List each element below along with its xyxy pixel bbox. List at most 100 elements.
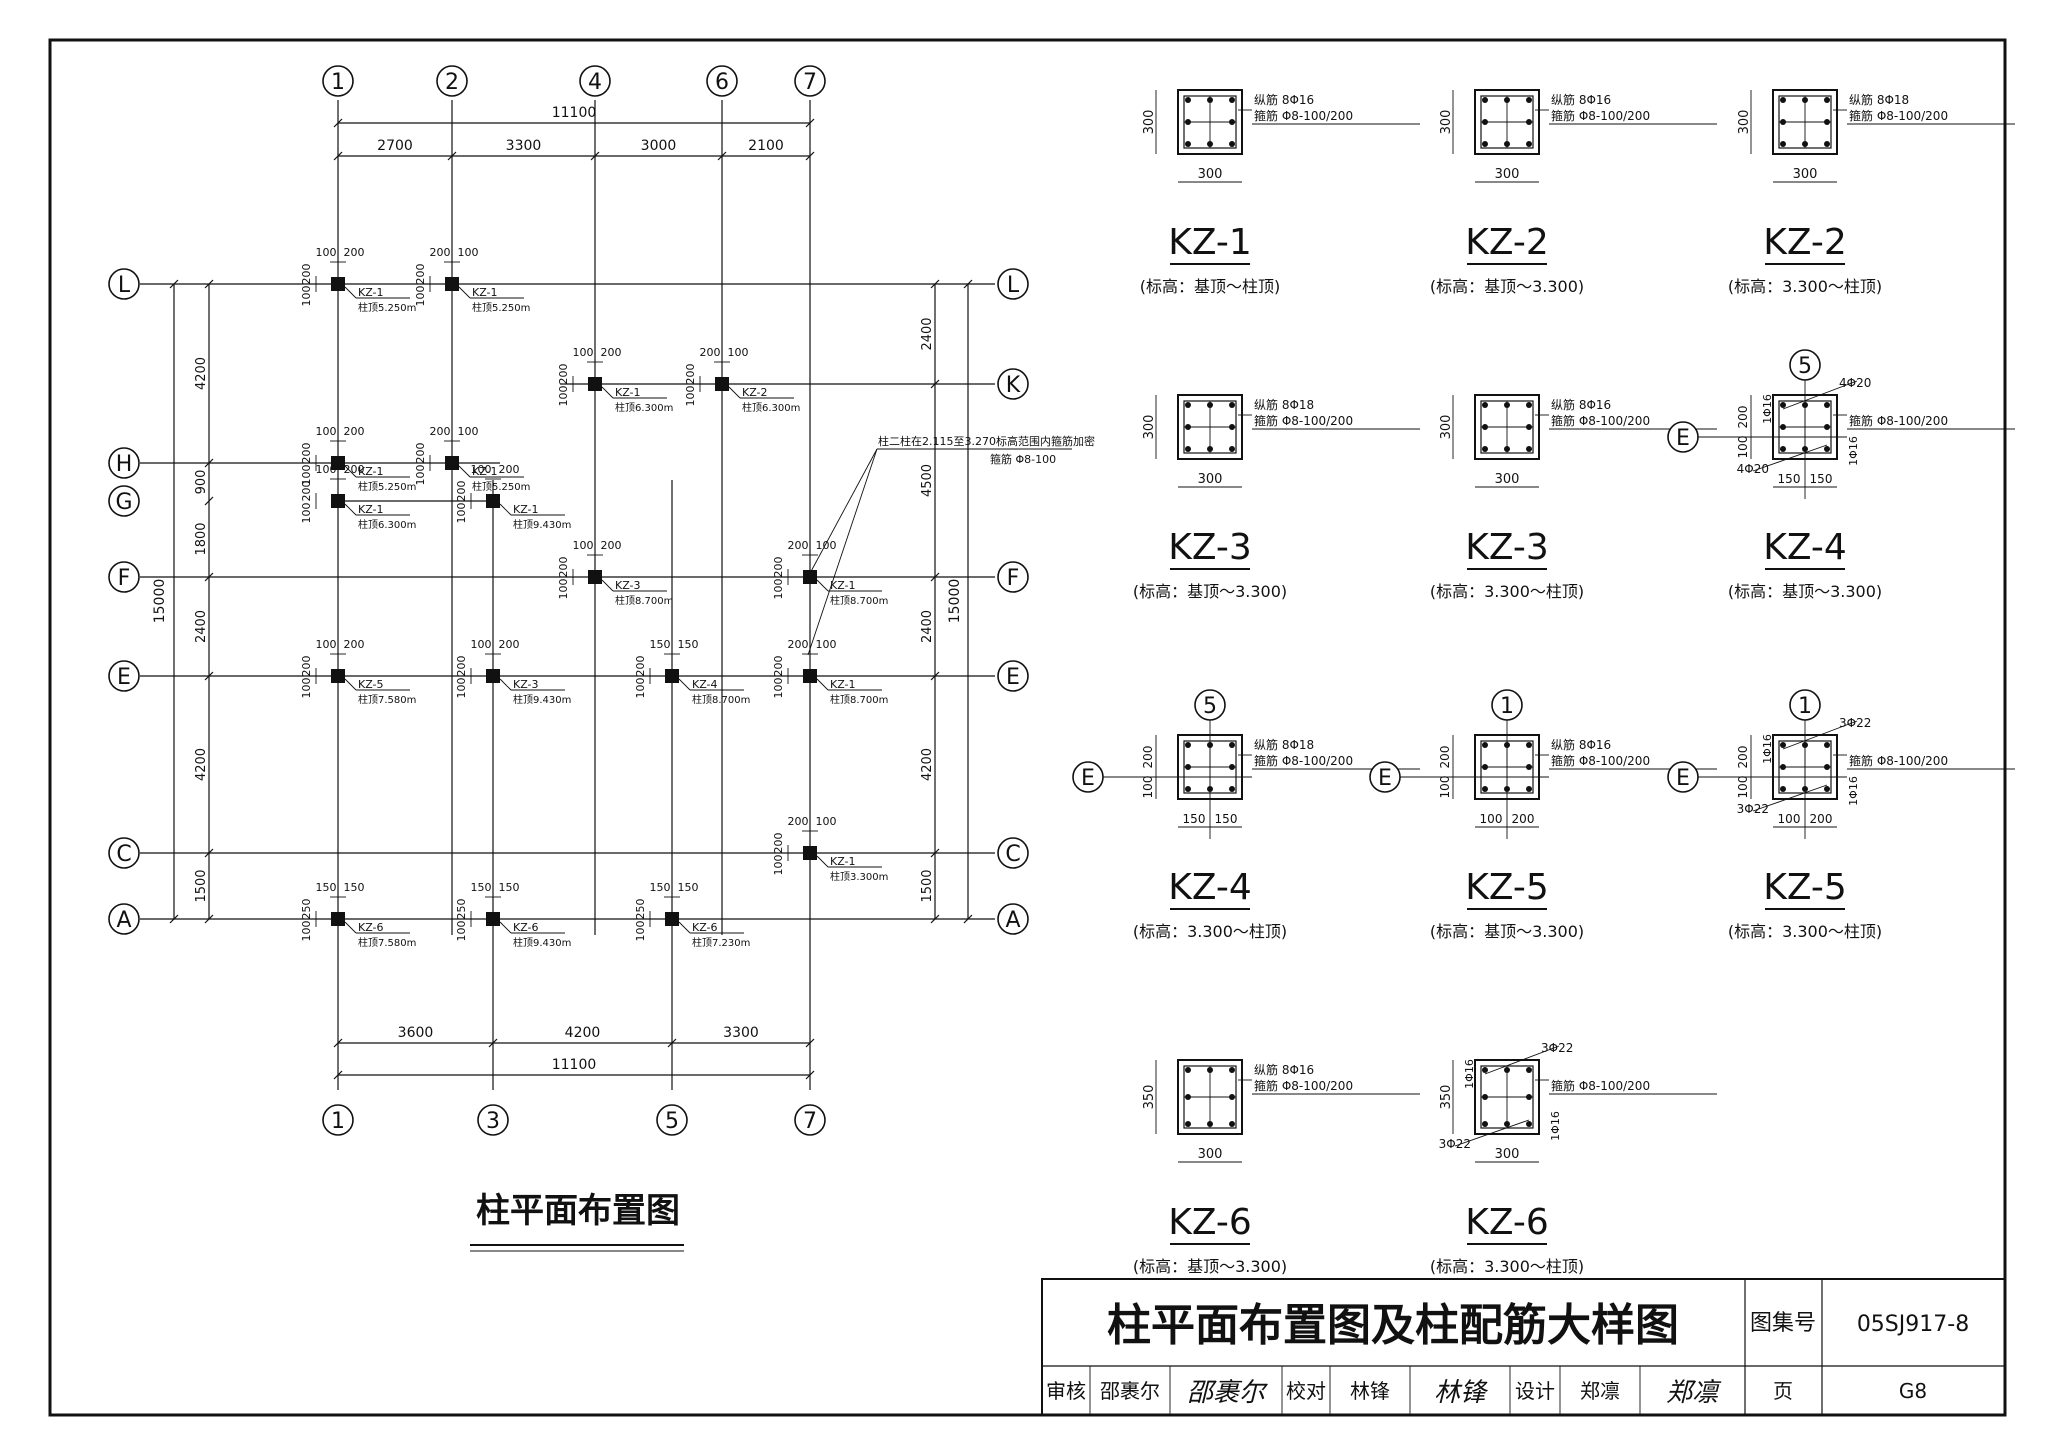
rebar-dot bbox=[1504, 1121, 1510, 1127]
column-tag: KZ-1 bbox=[358, 503, 384, 516]
column-leader bbox=[816, 678, 829, 691]
axis-bubble-top-2 bbox=[436, 65, 468, 97]
rebar-dot bbox=[1229, 1121, 1235, 1127]
dim-bottom-seg: 4200 bbox=[565, 1025, 601, 1041]
column-dim-d4: 100 bbox=[455, 678, 468, 699]
column-dim-d4: 100 bbox=[772, 678, 785, 699]
axis-bubble-top-7 bbox=[794, 65, 826, 97]
rebar-dot bbox=[1824, 97, 1830, 103]
dim-tick bbox=[447, 151, 457, 161]
column-dim-d3: 200 bbox=[772, 557, 785, 578]
bar-callout-left: 1Φ16 bbox=[1761, 394, 1774, 424]
longitudinal-bars: 纵筋 8Φ16 bbox=[1551, 397, 1611, 412]
column-square bbox=[331, 456, 345, 470]
column-leader bbox=[816, 579, 829, 592]
column-leader bbox=[499, 503, 512, 516]
column-dim-d2: 200 bbox=[499, 638, 520, 651]
column-dim-d4: 100 bbox=[300, 921, 313, 942]
dim-height-label: 350 bbox=[1142, 1085, 1157, 1110]
rebar-dot bbox=[1504, 141, 1510, 147]
column-square bbox=[803, 570, 817, 584]
detail-name: KZ-4 bbox=[1168, 867, 1252, 908]
detail-axis-bubble-v-label: 1 bbox=[1798, 694, 1812, 719]
axis-bubble-top-4-label: 4 bbox=[588, 70, 602, 95]
column-leader bbox=[458, 465, 471, 478]
detail-axis-bubble-v-label: 5 bbox=[1203, 694, 1217, 719]
column-dim-d2: 150 bbox=[344, 881, 365, 894]
dim-tick bbox=[204, 279, 214, 289]
dim-top-total-label: 11100 bbox=[552, 105, 597, 121]
rebar-dot bbox=[1185, 764, 1191, 770]
detail-elevation: (标高：3.300～柱顶) bbox=[1728, 922, 1882, 941]
design-signature: 郑凛 bbox=[1666, 1378, 1722, 1408]
dim-bottom-seg: 3300 bbox=[723, 1025, 759, 1041]
rebar-dot bbox=[1824, 742, 1830, 748]
rebar-dot bbox=[1802, 141, 1808, 147]
axis-bubble-right-F-label: F bbox=[1007, 566, 1020, 591]
column-dim-d2: 100 bbox=[458, 246, 479, 259]
dim-height-2: 100 bbox=[1736, 776, 1750, 799]
column-square bbox=[331, 912, 345, 926]
rebar-dot bbox=[1780, 764, 1786, 770]
column-dim-d4: 100 bbox=[634, 678, 647, 699]
dim-tick bbox=[204, 914, 214, 924]
dim-width-label: 300 bbox=[1495, 1147, 1520, 1162]
column-tag: KZ-1 bbox=[472, 465, 498, 478]
section-outline bbox=[1177, 1059, 1243, 1135]
column-dim-d1: 200 bbox=[430, 425, 451, 438]
column-dim-d2: 200 bbox=[344, 463, 365, 476]
rebar-dot bbox=[1185, 424, 1191, 430]
dim-height-label: 300 bbox=[1439, 415, 1454, 440]
detail-name: KZ-1 bbox=[1168, 222, 1252, 263]
column-dim-d3: 200 bbox=[300, 443, 313, 464]
column-leader bbox=[458, 286, 471, 299]
column-top-elevation: 柱顶7.230m bbox=[692, 936, 750, 949]
rebar-dot bbox=[1526, 742, 1532, 748]
longitudinal-bars: 纵筋 8Φ16 bbox=[1254, 92, 1314, 107]
axis-bubble-top-7-label: 7 bbox=[803, 70, 817, 95]
dim-tick bbox=[333, 151, 343, 161]
axis-bubble-bottom-5 bbox=[656, 1104, 688, 1136]
rebar-dot bbox=[1526, 141, 1532, 147]
stirrup-spec: 箍筋 Φ8-100/200 bbox=[1849, 413, 1948, 428]
column-square bbox=[588, 377, 602, 391]
column-dim-d3: 200 bbox=[414, 443, 427, 464]
column-top-elevation: 柱顶5.250m bbox=[472, 301, 530, 314]
axis-bubble-right-E bbox=[997, 660, 1029, 692]
column-dim-d2: 200 bbox=[499, 463, 520, 476]
column-square bbox=[665, 669, 679, 683]
detail-name: KZ-6 bbox=[1465, 1202, 1549, 1243]
axis-bubble-right-L-label: L bbox=[1007, 273, 1020, 298]
rebar-dot bbox=[1482, 764, 1488, 770]
axis-bubble-right-K-label: K bbox=[1006, 373, 1021, 398]
rebar-dot bbox=[1780, 402, 1786, 408]
rebar-dot bbox=[1482, 402, 1488, 408]
bar-callout-bottom: 4Φ20 bbox=[1737, 462, 1769, 476]
axis-bubble-bottom-7 bbox=[794, 1104, 826, 1136]
column-dim-d1: 150 bbox=[471, 881, 492, 894]
stirrup-spec: 箍筋 Φ8-100/200 bbox=[1849, 108, 1948, 123]
rebar-dot bbox=[1482, 119, 1488, 125]
rebar-dot bbox=[1185, 742, 1191, 748]
axis-bubble-bottom-1-label: 1 bbox=[331, 1109, 345, 1134]
rebar-dot bbox=[1482, 1121, 1488, 1127]
column-dim-d4: 100 bbox=[414, 465, 427, 486]
detail-elevation: (标高：基顶～柱顶) bbox=[1140, 277, 1281, 296]
rebar-dot bbox=[1229, 402, 1235, 408]
rebar-dot bbox=[1526, 764, 1532, 770]
column-dim-d4: 100 bbox=[557, 386, 570, 407]
dim-height-1: 200 bbox=[1438, 746, 1452, 769]
dim-height-label: 300 bbox=[1439, 110, 1454, 135]
column-dim-d2: 100 bbox=[458, 425, 479, 438]
check-name: 林锋 bbox=[1350, 1379, 1390, 1403]
column-top-elevation: 柱顶8.700m bbox=[830, 594, 888, 607]
